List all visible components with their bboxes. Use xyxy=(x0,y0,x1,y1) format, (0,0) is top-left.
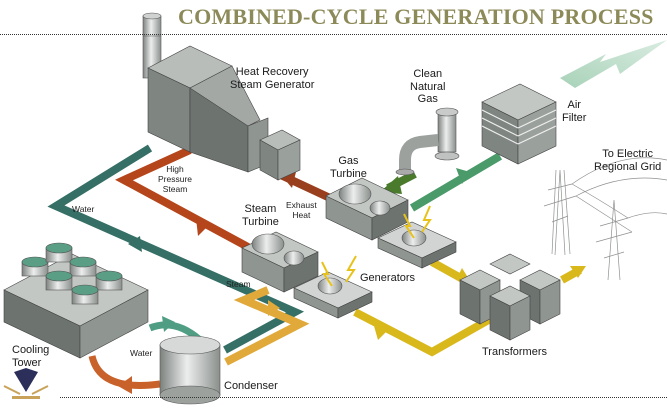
water-flow-path xyxy=(47,144,305,354)
label-generators: Generators xyxy=(360,272,416,284)
low-steam-flow-arrow xyxy=(268,300,280,316)
water-flow-arrow xyxy=(128,236,142,252)
steam-turbine xyxy=(241,231,319,293)
condenser xyxy=(159,335,221,405)
air-filter xyxy=(481,83,557,165)
exhaust-stack xyxy=(142,12,162,79)
label-water-lower: Water xyxy=(130,348,153,358)
natural-gas-valve xyxy=(395,107,460,176)
hot-water-flow-path xyxy=(88,355,161,389)
gas-turbine xyxy=(325,177,409,241)
bottom-divider xyxy=(60,397,667,398)
steam-flow-path xyxy=(115,146,250,251)
transformers xyxy=(459,253,561,341)
cooling-tower xyxy=(3,242,149,359)
label-steam-lower: Steam xyxy=(226,279,251,289)
transmission-towers xyxy=(543,157,667,281)
steam-turbine-generator xyxy=(293,255,373,319)
label-condenser: Condenser xyxy=(224,380,278,392)
power-flow-arrow-1 xyxy=(374,326,388,340)
power-flow-arrow-3 xyxy=(570,266,586,278)
label-water-upper: Water xyxy=(72,204,95,214)
air-flow-path xyxy=(409,152,503,212)
power-flow-path xyxy=(353,308,494,357)
diagram-title: COMBINED-CYCLE GENERATION PROCESS xyxy=(178,4,654,29)
gas-turbine-generator xyxy=(377,205,457,269)
air-inlet-arrow xyxy=(560,40,667,88)
heat-recovery-steam-generator xyxy=(147,45,301,181)
label-transformers: Transformers xyxy=(482,346,547,358)
steam-flow-arrow xyxy=(196,218,208,236)
hot-water-flow-arrow xyxy=(118,376,132,394)
title-divider xyxy=(0,34,667,35)
cooling-water-flow-arrow xyxy=(162,316,175,332)
air-flow-arrow xyxy=(456,168,470,184)
watermark-logo xyxy=(3,368,49,399)
